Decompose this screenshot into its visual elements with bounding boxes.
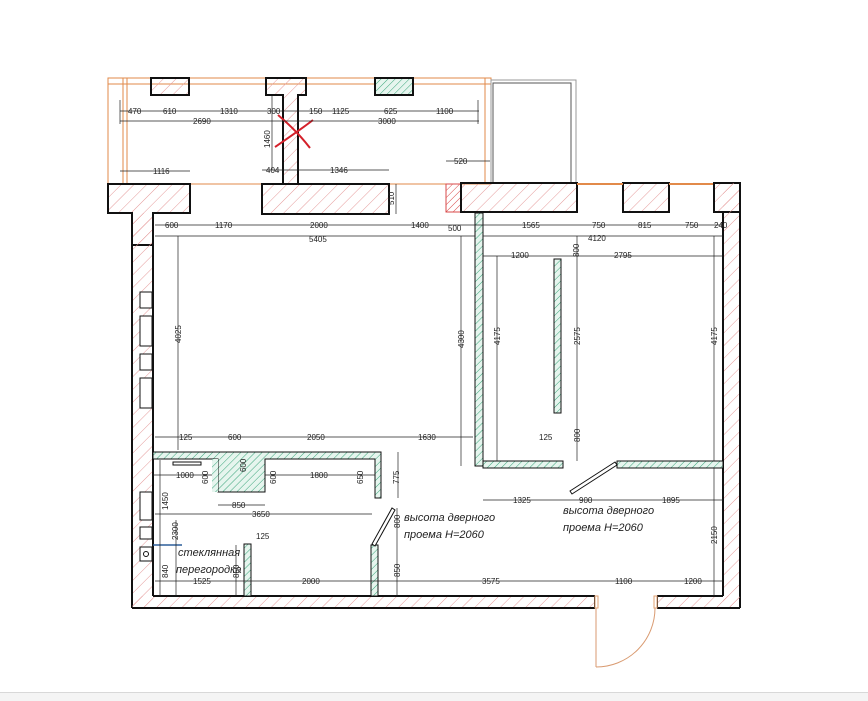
svg-text:1525: 1525 <box>193 577 211 586</box>
balcony-door-frame <box>490 79 577 184</box>
door-note-2-line2: проема H=2060 <box>563 522 644 534</box>
svg-text:800: 800 <box>572 243 581 257</box>
svg-text:3575: 3575 <box>482 577 500 586</box>
svg-text:1200: 1200 <box>511 251 529 260</box>
svg-text:300: 300 <box>267 107 281 116</box>
svg-text:1460: 1460 <box>263 130 272 148</box>
svg-text:800: 800 <box>393 514 402 528</box>
svg-text:1346: 1346 <box>330 166 348 175</box>
svg-text:840: 840 <box>161 564 170 578</box>
svg-text:125: 125 <box>179 433 193 442</box>
svg-text:1325: 1325 <box>513 496 531 505</box>
svg-text:850: 850 <box>393 563 402 577</box>
annotations: высота дверного проема H=2060 высота две… <box>176 505 654 576</box>
svg-text:2690: 2690 <box>193 117 211 126</box>
svg-text:1125: 1125 <box>332 107 350 116</box>
svg-text:1565: 1565 <box>522 221 540 230</box>
exterior-wall-bottom <box>132 595 740 609</box>
svg-text:600: 600 <box>228 433 242 442</box>
svg-text:1310: 1310 <box>220 107 238 116</box>
svg-text:650: 650 <box>356 470 365 484</box>
svg-text:1630: 1630 <box>418 433 436 442</box>
svg-text:2050: 2050 <box>307 433 325 442</box>
interior-doors <box>371 461 618 547</box>
svg-text:1100: 1100 <box>436 107 454 116</box>
svg-text:900: 900 <box>579 496 593 505</box>
svg-text:5405: 5405 <box>309 235 327 244</box>
svg-text:600: 600 <box>201 470 210 484</box>
svg-text:850: 850 <box>232 501 246 510</box>
svg-text:1400: 1400 <box>411 221 429 230</box>
svg-text:240: 240 <box>714 221 728 230</box>
svg-text:4175: 4175 <box>493 327 502 345</box>
door-note-1-line1: высота дверного <box>404 512 495 524</box>
svg-text:750: 750 <box>685 221 699 230</box>
svg-text:750: 750 <box>592 221 606 230</box>
svg-text:4025: 4025 <box>174 325 183 343</box>
exterior-wall-right <box>722 183 741 608</box>
svg-text:1170: 1170 <box>215 221 233 230</box>
viewer-bottom-bar <box>0 692 868 701</box>
svg-text:3000: 3000 <box>378 117 396 126</box>
svg-text:815: 815 <box>638 221 652 230</box>
svg-text:1100: 1100 <box>615 577 633 586</box>
door-note-2-line1: высота дверного <box>563 505 654 517</box>
glass-partition-label-line1: стеклянная <box>178 547 240 559</box>
svg-text:4175: 4175 <box>710 327 719 345</box>
svg-text:610: 610 <box>163 107 177 116</box>
svg-text:4300: 4300 <box>457 330 466 348</box>
svg-text:1800: 1800 <box>310 471 328 480</box>
svg-text:1000: 1000 <box>176 471 194 480</box>
svg-text:1200: 1200 <box>684 577 702 586</box>
svg-text:800: 800 <box>573 428 582 442</box>
svg-text:775: 775 <box>392 470 401 484</box>
svg-text:500: 500 <box>448 224 462 233</box>
svg-text:125: 125 <box>539 433 553 442</box>
dimension-lines <box>119 96 723 596</box>
svg-text:625: 625 <box>384 107 398 116</box>
svg-text:510: 510 <box>387 191 396 205</box>
svg-text:2795: 2795 <box>614 251 632 260</box>
svg-text:600: 600 <box>239 458 248 472</box>
svg-text:600: 600 <box>165 221 179 230</box>
svg-text:3650: 3650 <box>252 510 270 519</box>
svg-text:470: 470 <box>128 107 142 116</box>
svg-text:2000: 2000 <box>302 577 320 586</box>
svg-text:600: 600 <box>269 470 278 484</box>
dimension-labels: 470 610 1310 300 150 1125 625 1100 2690 … <box>128 107 728 586</box>
balcony-piers <box>150 77 414 185</box>
svg-text:1116: 1116 <box>153 167 170 176</box>
svg-text:125: 125 <box>256 532 270 541</box>
svg-text:4120: 4120 <box>588 234 606 243</box>
exterior-wall-top <box>107 182 741 246</box>
svg-text:1450: 1450 <box>161 492 170 510</box>
svg-text:404: 404 <box>266 166 280 175</box>
entrance-door-icon[interactable] <box>594 595 658 668</box>
door-note-1-line2: проема H=2060 <box>404 529 485 541</box>
removal-cross-icon <box>274 114 314 149</box>
svg-text:2000: 2000 <box>310 221 328 230</box>
svg-text:2575: 2575 <box>573 327 582 345</box>
exterior-wall-left <box>131 213 154 608</box>
svg-text:2150: 2150 <box>710 526 719 544</box>
svg-text:2300: 2300 <box>171 522 180 540</box>
svg-text:150: 150 <box>309 107 323 116</box>
partitions <box>152 212 724 597</box>
svg-text:1895: 1895 <box>662 496 680 505</box>
svg-text:850: 850 <box>232 564 241 578</box>
glass-partition-label-line2: перегородка <box>176 564 241 576</box>
svg-text:520: 520 <box>454 157 468 166</box>
